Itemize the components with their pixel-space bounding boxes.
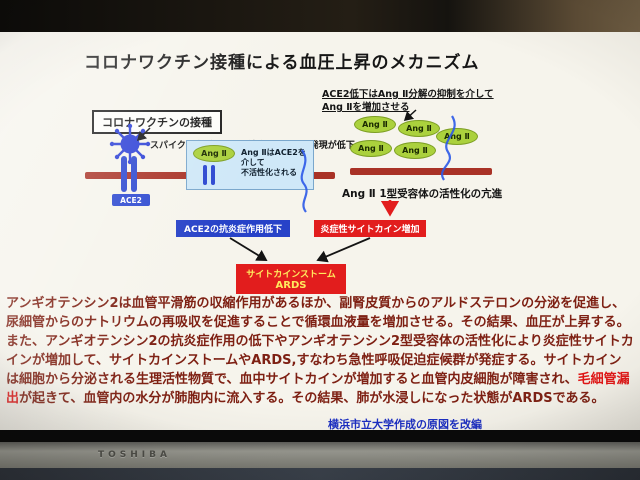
cytokine-increase-box: 炎症性サイトカイン増加 [314,220,426,237]
paragraph-segment: が起きて、血管内の水分が肺胞内に流入する。その結果、肺が水浸しになった状態がAR… [19,391,605,406]
ace2-decrease-note-line2: Ang Ⅱを増加させる [322,102,410,113]
inactivation-note-line2: 不活性化される [241,168,297,177]
angii-oval: Ang Ⅱ [436,128,478,145]
ace2-receptor-icon [121,156,137,192]
cytokine-storm-box: サイトカインストーム ARDS [236,264,346,294]
angii-oval: Ang Ⅱ [394,142,436,159]
angii-oval: Ang Ⅱ [193,145,235,162]
foreground-surface [0,468,640,480]
storm-line1: サイトカインストーム [246,270,336,280]
explanation-paragraph: アンギオテンシン2は血管平滑筋の収縮作用があるほか、副腎皮質からのアルドステロン… [6,294,634,408]
slide-title: コロナワクチン接種による血圧上昇のメカニズム [84,53,480,73]
anti-inflammatory-box: ACE2の抗炎症作用低下 [176,220,290,237]
at1-receptor-note: Ang Ⅱ 1型受容体の活性化の亢進 [342,188,503,200]
ace2-decrease-note-line1: ACE2低下はAng Ⅱ分解の抑制を介して [322,89,494,100]
tv-brand-logo: TOSHIBA [98,450,171,460]
storm-line2: ARDS [275,280,307,291]
tv-bezel-bottom [0,442,640,468]
receptor-bar [131,156,137,192]
paragraph-highlight-capillary-leak: 毛細管漏出 [6,372,630,406]
arrow-red-to-storm [316,237,371,263]
inactivation-note-line1: Ang ⅡはACE2を介して [241,148,306,167]
inactivation-note: Ang ⅡはACE2を介して 不活性化される [241,148,311,178]
ace2-decrease-note: ACE2低下はAng Ⅱ分解の抑制を介して Ang Ⅱを増加させる [322,88,494,114]
ace2-label-chip: ACE2 [112,194,150,206]
background-wall [0,0,640,34]
tv-bezel-edge [0,430,640,442]
inactivation-box: Ang Ⅱ Ang ⅡはACE2を介して 不活性化される [186,140,314,190]
angii-oval: Ang Ⅱ [354,116,396,133]
arrow-blue-to-storm [229,237,268,261]
receptor-bar [203,165,207,185]
paragraph-segment: アンギオテンシン2は血管平滑筋の収縮作用があるほか、副腎皮質からのアルドステロン… [6,296,634,387]
source-credit: 横浜市立大学作成の原図を改編 [328,418,482,431]
receptor-bar [121,156,127,192]
angii-oval: Ang Ⅱ [398,120,440,137]
angii-oval: Ang Ⅱ [350,140,392,157]
receptor-bar [211,165,215,185]
ace2-receptor-small-icon [203,165,215,185]
cell-membrane-bar-right [350,168,492,175]
tv-screen-slide: コロナワクチン接種による血圧上昇のメカニズム ACE2低下はAng Ⅱ分解の抑制… [0,32,640,432]
